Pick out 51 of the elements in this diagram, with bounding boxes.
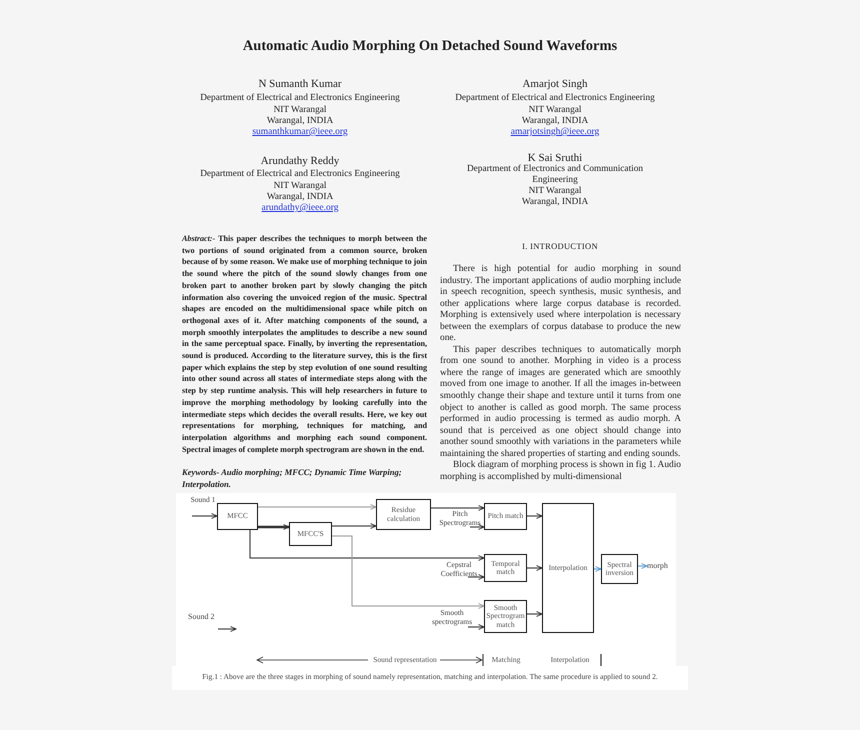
arrow bbox=[526, 513, 543, 519]
arrow bbox=[250, 530, 485, 561]
author-name: N Sumanth Kumar bbox=[257, 78, 343, 90]
arrow bbox=[258, 504, 377, 510]
arrow bbox=[526, 611, 543, 617]
affiliation-text: Department of Electronics and Communication Engineering bbox=[466, 164, 644, 186]
arrow bbox=[468, 624, 485, 630]
arrow bbox=[192, 513, 218, 519]
process-box bbox=[376, 499, 431, 530]
process-box bbox=[484, 503, 527, 530]
author-name: K Sai Sruthi bbox=[526, 152, 584, 164]
affiliation-text: Department of Electrical and Electronics Engineering bbox=[199, 93, 401, 103]
paper-title: Automatic Audio Morphing On Detached Sound Waveforms bbox=[242, 38, 618, 55]
affiliation-text: Warangal, INDIA bbox=[266, 192, 334, 202]
arrow bbox=[526, 565, 543, 571]
section-heading: I. INTRODUCTION bbox=[521, 241, 599, 251]
affiliation-text: Department of Electrical and Electronics Engineering bbox=[454, 93, 656, 103]
arrow bbox=[332, 523, 377, 529]
affiliation-text: NIT Warangal bbox=[528, 105, 582, 115]
arrow bbox=[258, 524, 290, 530]
output-label: morph bbox=[647, 562, 668, 571]
email-link: amarjotsingh@ieee.org bbox=[510, 127, 600, 137]
process-box bbox=[289, 522, 332, 546]
paragraph: There is high potential for audio morphing in sound industry. The important applications of audio morphing include in speech recognition, speech synthesis, music synthesis, and other applications where large corpus database is recorded. Morphing is extensively used where interpolation is necessary between the exemplars of corpus database to produce the new one. bbox=[440, 264, 681, 345]
arrow bbox=[332, 536, 485, 609]
arrow bbox=[470, 524, 485, 530]
process-box bbox=[601, 554, 638, 584]
affiliation-text: Warangal, INDIA bbox=[266, 116, 334, 126]
paragraph: This paper describes techniques to automatically morph from one sound to another. Morphing in video is a process where the range of images are generated which are smoothly moved from one image to another. If all the images in-between smoothly change their shape and texture until it turns from one object to another is called as good morph. The same process performed in audio processing is termed as audio morph. A sound that is perceived as one object should change into another sound smoothly with variations in the parameters while maintaining the shared properties of starting and ending sounds. bbox=[440, 344, 681, 460]
email-link: sumanthkumar@ieee.org bbox=[252, 127, 348, 137]
abstract-paragraph: Abstract:- This paper describes the techniques to morph between the two portions of sound originated from a common source, broken because of by some reason. We make use of morphing technique to join the sound where the pitch of the sound slowly changes from one broken part to another broken part by slowly changing the pitch information also covering the unvoiced region of the music. Spectral shapes are encoded on the multidimensional space while pitch on orthogonal axes of it. After matching components of the sound, a morph smoothly interpolates the amplitudes to describe a new sound in the same perceptual space. Finally, by inverting the representation, sound is produced. According to the literature survey, this is the first paper which explains the step by step evolution of one sound resulting into other sound across all states of intermediate steps along with the step by step runtime analysis. This will help researchers in future to improve the morphing methodology by looking carefully into the intermediate steps which decides the overall results. Here, we key out representations for morphing, techniques for matching, and interpolation algorithms and morphing each sound component. Spectral images of complete morph spectrogram are shown in the end. bbox=[182, 233, 427, 456]
process-box bbox=[542, 503, 594, 633]
arrow bbox=[218, 626, 237, 632]
input-label: Sound 2 bbox=[188, 613, 214, 622]
affiliation-text: Warangal, INDIA bbox=[520, 116, 590, 126]
author-name: Arundathy Reddy bbox=[260, 155, 340, 167]
arrow bbox=[638, 563, 648, 569]
affiliation-text: Department of Electrical and Electronics Engineering bbox=[199, 169, 401, 179]
affiliation-text: NIT Warangal bbox=[272, 181, 328, 191]
arrow bbox=[594, 566, 602, 572]
author-name: Amarjot Singh bbox=[521, 78, 589, 90]
keywords-text: Keywords- Audio morphing; MFCC; Dynamic Time Warping; Interpolation. bbox=[182, 466, 403, 491]
affiliation-text: NIT Warangal bbox=[272, 105, 328, 115]
paragraph: Block diagram of morphing process is shown in fig 1. Audio morphing is accomplished by multi-dimensional bbox=[440, 460, 681, 484]
email-link: arundathy@ieee.org bbox=[262, 203, 338, 213]
process-box bbox=[217, 503, 258, 530]
affiliation-text: Warangal, INDIA bbox=[520, 197, 590, 207]
arrow bbox=[468, 574, 485, 580]
arrow bbox=[430, 505, 485, 511]
affiliation-text: NIT Warangal bbox=[528, 186, 582, 196]
process-box bbox=[484, 554, 527, 582]
